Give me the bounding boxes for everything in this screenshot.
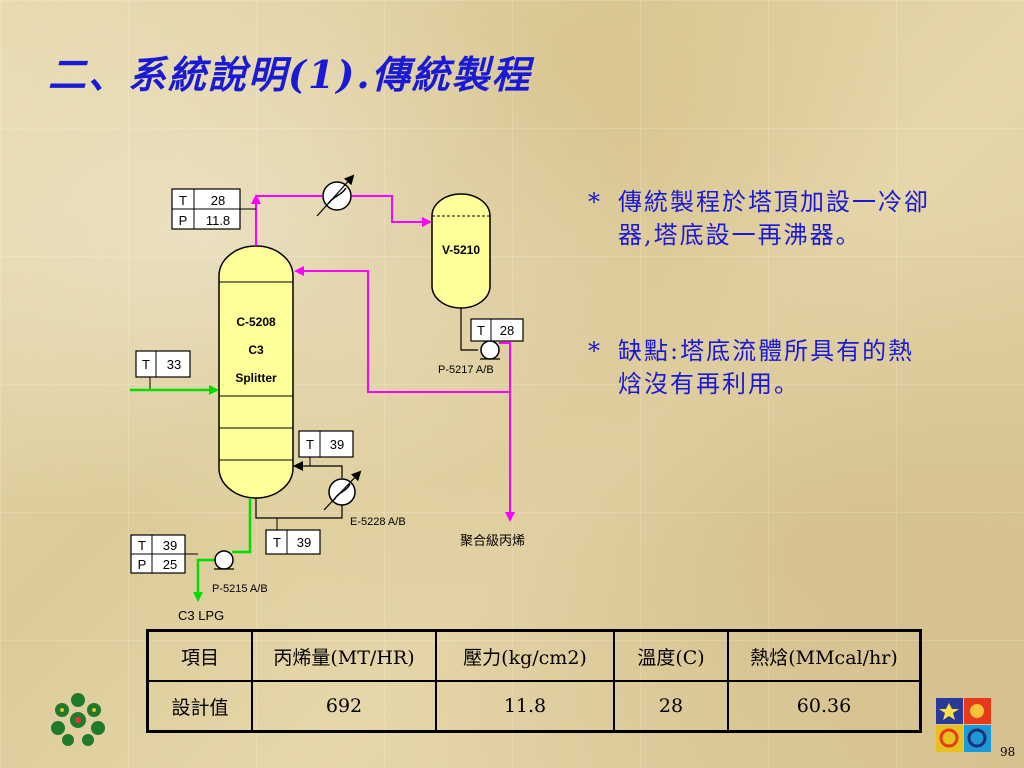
feed-tag: T 33 [135, 350, 191, 390]
overhead-line [251, 194, 432, 246]
table-row: 設計值 692 11.8 28 60.36 [146, 680, 922, 733]
table-header-cell: 丙烯量(MT/HR) [251, 629, 437, 682]
table-cell: 28 [613, 680, 729, 733]
column-name-line1: C3 [248, 343, 264, 357]
drum-id: V-5210 [442, 243, 480, 257]
tag-value: 28 [500, 323, 514, 338]
page-number: 98 [1000, 745, 1016, 759]
tag-label: T [142, 357, 150, 372]
tag-value: 11.8 [206, 213, 230, 228]
bullet-item: * 缺點:塔底流體所具有的熱焓沒有再利用。 [588, 335, 938, 401]
reboiler-loop [255, 461, 343, 519]
table-header-cell: 項目 [146, 629, 253, 682]
tag-value: 39 [297, 535, 311, 550]
bullet-text: 缺點:塔底流體所具有的熱焓沒有再利用。 [618, 337, 915, 398]
table-header-cell: 熱焓(MMcal/hr) [727, 629, 922, 682]
bottom-product-label: C3 LPG [178, 608, 224, 623]
drum-outlet-line [460, 308, 478, 351]
reboiler-bottom-tag: T 39 [265, 518, 321, 555]
bullet-item: * 傳統製程於塔頂加設一冷卻器,塔底設一再沸器。 [588, 186, 938, 252]
table-header-cell: 溫度(C) [613, 629, 729, 682]
bullet-text: 傳統製程於塔頂加設一冷卻器,塔底設一再沸器。 [618, 188, 930, 249]
tag-label: T [477, 323, 485, 338]
distillate-product-label: 聚合級丙烯 [460, 534, 525, 549]
tag-value: 25 [163, 557, 177, 572]
tag-label: P [138, 557, 147, 572]
tag-label: T [306, 437, 314, 452]
design-spec-table: 項目 丙烯量(MT/HR) 壓力(kg/cm2) 溫度(C) 熱焓(MMcal/… [146, 629, 922, 733]
tag-value: 39 [330, 437, 344, 452]
tag-label: T [138, 538, 146, 553]
tag-label: T [273, 535, 281, 550]
bullet-marker: * [588, 337, 602, 365]
bottom-pump-icon [214, 550, 234, 570]
reflux-tag: T 28 [470, 318, 524, 342]
reflux-pump-icon [480, 340, 500, 360]
condenser-icon [316, 174, 355, 217]
bullet-marker: * [588, 188, 602, 216]
reflux-pump-label: P-5217 A/B [438, 364, 494, 376]
bottom-tp-tag: T 39 P 25 [130, 534, 198, 574]
table-cell: 11.8 [435, 680, 615, 733]
tag-label: T [179, 193, 187, 208]
column-name-line2: Splitter [235, 371, 277, 385]
reboiler-label: E-5228 A/B [350, 516, 406, 528]
table-header-cell: 壓力(kg/cm2) [435, 629, 615, 682]
drum-v5210: V-5210 [431, 193, 491, 309]
tag-value: 39 [163, 538, 177, 553]
tag-value: 28 [211, 193, 225, 208]
reboiler-tag: T 39 [298, 430, 354, 466]
table-cell: 692 [251, 680, 437, 733]
tag-value: 33 [167, 357, 181, 372]
tag-label: P [179, 213, 188, 228]
column-c5208: C-5208 C3 Splitter [218, 245, 294, 499]
company-seal-logo-icon [51, 693, 105, 746]
top-tp-tag: T 28 P 11.8 [171, 188, 256, 230]
reflux-line [294, 266, 515, 522]
column-id: C-5208 [236, 315, 276, 329]
brand-logo-icon [936, 698, 991, 752]
table-cell: 設計值 [146, 680, 253, 733]
reboiler-icon [323, 470, 362, 511]
table-cell: 60.36 [727, 680, 922, 733]
slide-title: 二、系統說明(1).傳統製程 [48, 52, 532, 97]
bottom-product-line [193, 498, 252, 602]
bottom-pump-label: P-5215 A/B [212, 583, 268, 595]
table-header-row: 項目 丙烯量(MT/HR) 壓力(kg/cm2) 溫度(C) 熱焓(MMcal/… [146, 629, 922, 682]
